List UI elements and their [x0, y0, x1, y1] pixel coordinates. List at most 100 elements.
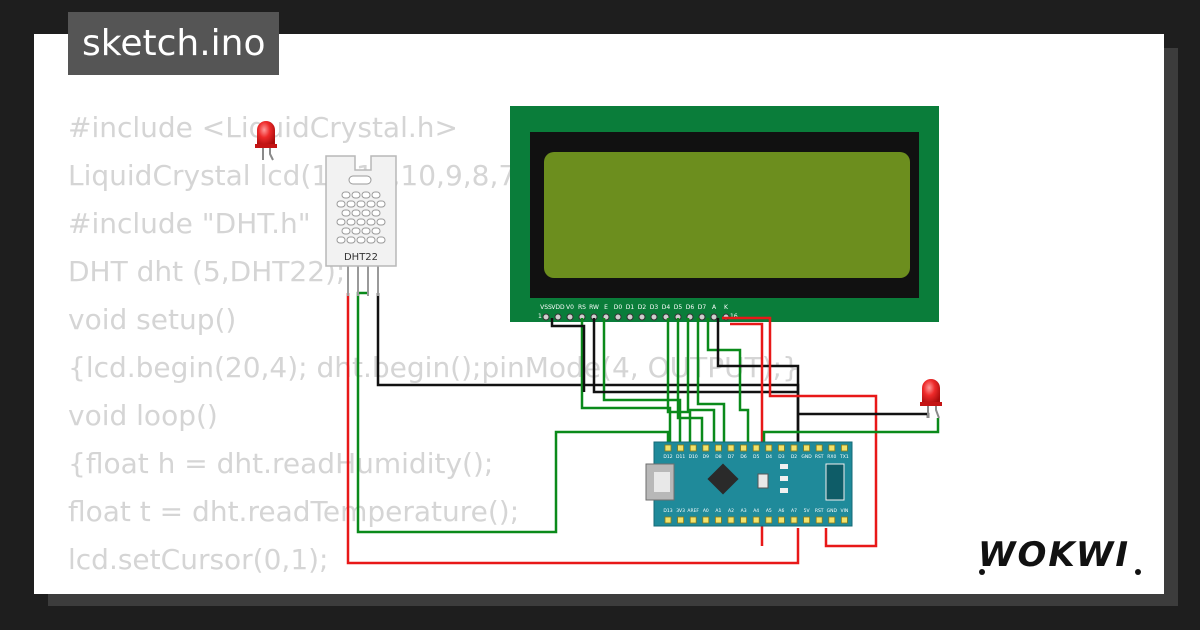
nano-pin-label: D13 [663, 508, 672, 514]
dht-vent-slot [351, 191, 361, 199]
lcd-pin-label: V0 [566, 304, 574, 311]
nano-pin-label: 5V [804, 508, 811, 514]
lcd-pin [542, 313, 550, 321]
dht-vent-slot [376, 236, 386, 244]
nano-pin [765, 444, 773, 452]
nano-pin-label: D6 [740, 454, 746, 460]
nano-pin [727, 516, 735, 524]
dht-vent-slot [371, 209, 381, 217]
wire-dht-data [356, 291, 670, 534]
dht-vent-slot [336, 236, 346, 244]
wire-lcd-e [602, 318, 682, 448]
nano-pin-label: D10 [689, 454, 698, 460]
nano-pin [803, 444, 810, 452]
nano-pin-label: AREF [687, 508, 699, 514]
lcd-pin-label: D2 [638, 304, 647, 311]
nano-pin-label: A2 [728, 508, 734, 514]
wire-dht-vcc [346, 293, 800, 565]
code-line: void loop() [68, 399, 218, 432]
dht-vent-slot [361, 191, 371, 199]
nano-pin-label: RST [815, 508, 824, 514]
nano-pin-label: A0 [703, 508, 709, 514]
dht-vent-slot [371, 227, 381, 235]
dht-vent-slot [371, 191, 381, 199]
nano-pin-label: A7 [791, 508, 797, 514]
dht-vent-slot [336, 200, 346, 208]
nano-pin [790, 444, 798, 452]
lcd-pin-label: VDD [551, 304, 565, 311]
dht-vent-slot [346, 218, 356, 226]
wires [346, 291, 940, 565]
wokwi-logo: WOKWI [978, 535, 1141, 575]
dht-vent-slot [351, 209, 361, 217]
wire-lcd-k [716, 318, 800, 448]
lcd-pin [614, 313, 622, 321]
nano-pin [815, 516, 823, 524]
nano-pin [803, 516, 810, 524]
dht-vent-slot [356, 236, 366, 244]
dht-vent-slot [376, 200, 386, 208]
nano-pin [664, 516, 672, 524]
lcd-pin [566, 313, 574, 321]
nano-pin-label: A4 [753, 508, 759, 514]
led-right[interactable] [920, 379, 942, 419]
dht-vent-slot [356, 218, 366, 226]
nano-pin-label: D11 [676, 454, 685, 460]
icsp-header [825, 463, 845, 501]
nano-pin [752, 444, 760, 452]
nano-pin [689, 516, 697, 524]
wire-lcd-d5 [676, 318, 704, 448]
dht-vent-slot [366, 218, 376, 226]
lcd-screen [544, 152, 910, 278]
lcd-pin-label: RS [578, 304, 586, 311]
nano-pin [715, 444, 722, 452]
lcd-pin-label: D4 [662, 304, 671, 311]
dht-label: DHT22 [344, 252, 378, 263]
nano-pin [841, 516, 848, 524]
nano-pin-label: A6 [778, 508, 784, 514]
nano-pin-label: GND [827, 508, 838, 514]
lcd-pin-1-label: 1 [538, 313, 542, 320]
lcd-pin [638, 313, 646, 321]
lcd-pin [650, 313, 658, 321]
led-left[interactable] [255, 121, 277, 161]
nano-pin-label: VIN [841, 508, 849, 514]
nano-pin [715, 516, 722, 524]
lcd-pin-label: VSS [540, 304, 552, 311]
code-line: DHT dht (5,DHT22); [68, 255, 346, 288]
lcd-pin-label: D3 [650, 304, 659, 311]
dht-vent-slot [366, 236, 376, 244]
dht22-sensor[interactable]: DHT22 [325, 155, 397, 296]
wokwi-logo-text: WOKWI [978, 535, 1130, 575]
lcd-pin [626, 313, 634, 321]
nano-pin-label: D2 [791, 454, 797, 460]
code-line: void setup() [68, 303, 237, 336]
nano-pin [677, 516, 684, 524]
nano-pin [689, 444, 697, 452]
dht-vent-slot [366, 200, 376, 208]
nano-pin-label: D8 [715, 454, 721, 460]
dht-vent-grid [336, 191, 386, 244]
wire-lcd-rw [592, 318, 798, 394]
wire-led-cathode [798, 412, 930, 418]
code-line: #include "DHT.h" [68, 207, 311, 240]
nano-pin [740, 444, 747, 452]
nano-pin-label: D7 [728, 454, 734, 460]
lcd-pin-label: E [604, 304, 608, 311]
lcd-pin [710, 313, 718, 321]
nano-pin-label: RX0 [827, 454, 836, 460]
lcd-pin-label: A [712, 304, 717, 311]
reset-button[interactable] [757, 473, 769, 489]
nano-pin [778, 516, 785, 524]
lcd-pin [698, 313, 706, 321]
wire-lcd-vss [550, 318, 586, 392]
dht-vent-slot [361, 227, 371, 235]
dht-vent-slot [376, 218, 386, 226]
nano-pin [828, 444, 836, 452]
file-name-tab[interactable]: sketch.ino [68, 12, 280, 75]
dht-vent-slot [341, 191, 351, 199]
